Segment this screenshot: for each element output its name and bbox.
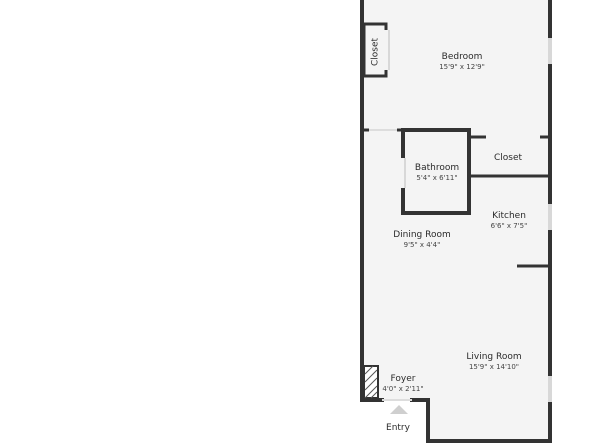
kitchen-dims: 6'6" x 7'5" (491, 222, 528, 230)
bathroom-dims: 5'4" x 6'11" (416, 174, 457, 182)
bedroom-window (548, 38, 552, 64)
kitchen-name: Kitchen (492, 211, 526, 221)
living-room-name: Living Room (466, 352, 521, 362)
foyer-name: Foyer (391, 374, 416, 384)
living-room-window (548, 376, 552, 402)
kitchen-closet-walls (467, 137, 548, 178)
bedroom-dims: 15'9" x 12'9" (439, 63, 485, 71)
kitchen-closet-label: Closet (494, 153, 523, 163)
foyer-dims: 4'0" x 2'11" (382, 385, 423, 393)
dining-room-dims: 9'5" x 4'4" (404, 241, 441, 249)
windows (548, 38, 552, 402)
exterior-walls (360, 0, 552, 443)
bedroom-closet-label: Closet (371, 38, 381, 67)
bathroom-name: Bathroom (415, 163, 459, 173)
living-room-dims: 15'9" x 14'10" (469, 363, 519, 371)
dining-room-name: Dining Room (393, 230, 451, 240)
foyer-closet-hatch (364, 365, 378, 399)
entry-arrow-icon (390, 405, 408, 414)
left-exterior-wall (360, 0, 384, 402)
kitchen-window (548, 204, 552, 230)
entry-right-wall (410, 0, 552, 443)
entry-label: Entry (386, 423, 411, 433)
bedroom-name: Bedroom (442, 52, 483, 62)
apartment-floor (362, 0, 550, 441)
